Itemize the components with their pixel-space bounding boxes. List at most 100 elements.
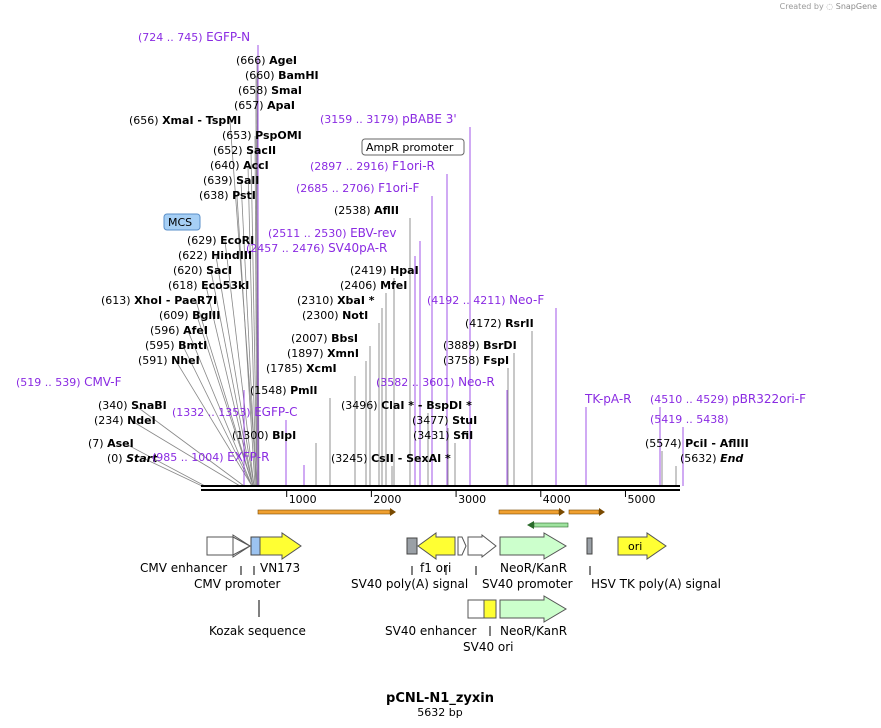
- site-position: (1897): [287, 347, 327, 360]
- enzyme-name: AfeI: [183, 324, 208, 337]
- enzyme-site-label: (618) Eco53kI: [168, 279, 249, 292]
- enzyme-site-label: (591) NheI: [138, 354, 200, 367]
- enzyme-site-label: (596) AfeI: [150, 324, 208, 337]
- plasmid-length: 5632 bp: [417, 706, 462, 719]
- enzyme-site-label: (658) SmaI: [238, 84, 302, 97]
- site-position: (595): [145, 339, 178, 352]
- site-position: (3431): [413, 429, 453, 442]
- leader-line: [210, 270, 254, 487]
- enzyme-site-label: (595) BmtI: [145, 339, 207, 352]
- enzyme-name: BbsI: [331, 332, 358, 345]
- primer-label: (3582 .. 3601) Neo-R: [376, 375, 495, 389]
- enzyme-site-label: (2007) BbsI: [291, 332, 358, 345]
- primer-name: Neo-R: [458, 375, 495, 389]
- leader-line: [125, 443, 206, 487]
- site-position: (653): [222, 129, 255, 142]
- enzyme-name: BmtI: [178, 339, 207, 352]
- leader-line: [144, 458, 203, 487]
- enzyme-name: PmlI: [290, 384, 317, 397]
- enzyme-site-label: (1548) PmlI: [250, 384, 317, 397]
- primer-label: (519 .. 539) CMV-F: [16, 375, 122, 389]
- enzyme-name: AflII: [374, 204, 399, 217]
- enzyme-site-label: (4172) RsrII: [465, 317, 534, 330]
- primer-name: EGFP-N: [206, 30, 250, 44]
- site-position: (2419): [350, 264, 390, 277]
- site-position: (5632): [680, 452, 720, 465]
- enzyme-site-label: (640) AccI: [210, 159, 269, 172]
- enzyme-site-label: (652) SacII: [213, 144, 276, 157]
- enzyme-name: BlpI: [272, 429, 296, 442]
- enzyme-name: NdeI: [127, 414, 156, 427]
- primer-label: (4510 .. 4529) pBR322ori-F: [650, 392, 806, 406]
- snapgene-credit: Created by ◌ SnapGene: [780, 2, 877, 11]
- hsv-tk-polya-label: HSV TK poly(A) signal: [591, 577, 721, 591]
- primer-name: pBABE 3': [402, 112, 457, 126]
- enzyme-site-label: (622) HindIII: [178, 249, 252, 262]
- primer-range: (4192 .. 4211): [427, 294, 509, 307]
- sv40-promoter-label: SV40 promoter: [482, 577, 573, 591]
- enzyme-name: XmaI: [162, 114, 193, 127]
- primer-name: TK-pA-R: [584, 392, 632, 406]
- primer-range: (985 .. 1004): [152, 451, 227, 464]
- mcs-label: MCS: [168, 216, 192, 229]
- enzyme-name: PciI: [685, 437, 707, 450]
- primer-name: F1ori-F: [378, 181, 419, 195]
- enzyme-site-label: (666) AgeI: [236, 54, 297, 67]
- enzyme-site-label: (3496) ClaI * - BspDI *: [341, 399, 472, 412]
- enzyme-name: PspOMI: [255, 129, 302, 142]
- feature-sv40-enhancer-box: [467, 599, 485, 619]
- enzyme-name: ApaI: [267, 99, 295, 112]
- feature-cmv-promoter-arrow: [232, 536, 252, 556]
- ampr-promoter-label: AmpR promoter: [366, 141, 454, 154]
- cmv-promoter-label: CMV promoter: [194, 577, 281, 591]
- feature-neor-kanr-arrow: [499, 532, 567, 560]
- site-labels: (666) AgeI(660) BamHI(658) SmaI(657) Apa…: [16, 30, 806, 465]
- enzyme-name: HindIII: [211, 249, 252, 262]
- primer-label: (1332 .. 1353) EGFP-C: [172, 405, 298, 419]
- neor-kanr-label-2: NeoR/KanR: [500, 624, 567, 638]
- enzyme-name: SalI: [236, 174, 259, 187]
- primer-label: (2511 .. 2530) EBV-rev: [268, 226, 397, 240]
- feature-sv40-ori-box: [483, 599, 497, 619]
- site-position: (620): [173, 264, 206, 277]
- site-position: (2406): [340, 279, 380, 292]
- site-position: (340): [98, 399, 131, 412]
- primer-name: Neo-F: [509, 293, 544, 307]
- leader-lines: [125, 45, 684, 487]
- enzyme-site-label: (1300) BlpI: [232, 429, 296, 442]
- feature-neor-kanr-arrow-2: [499, 595, 567, 623]
- snapgene-logo-icon: ◌: [826, 2, 834, 11]
- leader-line: [240, 180, 257, 487]
- ruler-label: 4000: [543, 493, 571, 506]
- orange-arrow: [257, 508, 396, 516]
- enzyme-name: XhoI: [134, 294, 162, 307]
- primer-name: EBV-rev: [350, 226, 396, 240]
- site-position: (638): [199, 189, 232, 202]
- leader-line: [215, 255, 255, 487]
- feature-small-box: [457, 536, 467, 556]
- enzyme-name: NheI: [171, 354, 200, 367]
- enzyme-name: StuI: [452, 414, 477, 427]
- site-position: (3245): [331, 452, 371, 465]
- enzyme-name: MfeI: [380, 279, 407, 292]
- primer-label: TK-pA-R: [584, 392, 632, 406]
- enzyme-site-label: (2300) NotI: [302, 309, 368, 322]
- enzyme-name: CsII: [371, 452, 394, 465]
- enzyme-name: SacI: [206, 264, 232, 277]
- site-position: (1785): [266, 362, 306, 375]
- ruler-label: 3000: [458, 493, 486, 506]
- enzyme-site-label: (3245) CsII - SexAI *: [331, 452, 451, 465]
- site-position: (596): [150, 324, 183, 337]
- primer-label: (2457 .. 2476) SV40pA-R: [246, 241, 387, 255]
- sv40-ori-label: SV40 ori: [463, 640, 514, 654]
- enzyme-name: AgeI: [269, 54, 297, 67]
- site-position: (7): [88, 437, 107, 450]
- enzyme-name: Start: [126, 452, 158, 465]
- enzyme-site-label: (234) NdeI: [94, 414, 156, 427]
- enzyme-name: FspI: [483, 354, 509, 367]
- enzyme-name: XbaI: [337, 294, 365, 307]
- enzyme-name: ClaI: [381, 399, 404, 412]
- vn173-label: VN173: [260, 561, 300, 575]
- primer-name: F1ori-R: [392, 159, 435, 173]
